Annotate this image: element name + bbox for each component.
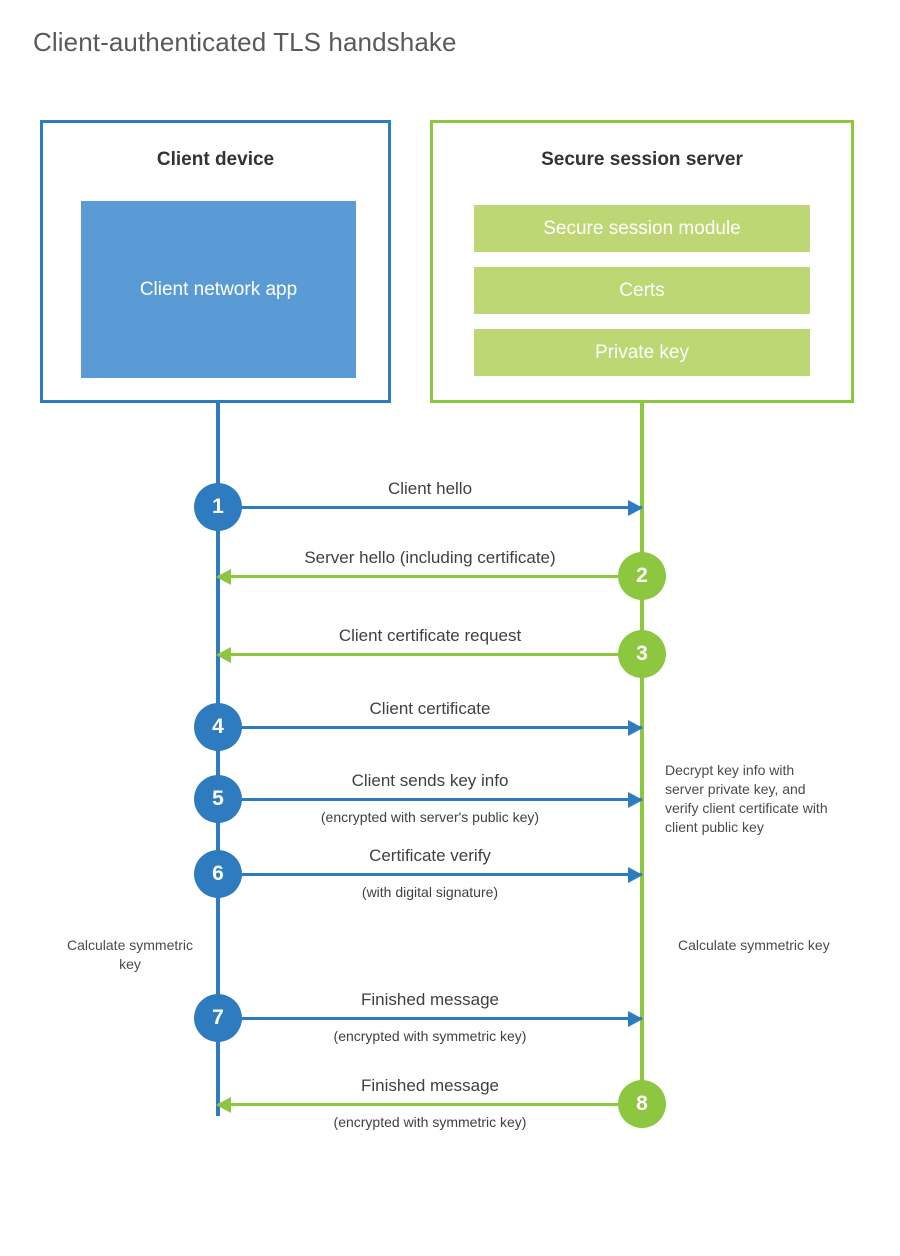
arrow-right-icon — [628, 867, 643, 883]
message-label-8: Finished message — [361, 1076, 499, 1095]
client-lifeline — [216, 400, 220, 1116]
server-block-private-key: Private key — [474, 329, 810, 376]
message-line-4 — [218, 726, 642, 729]
message-line-5 — [218, 798, 642, 801]
client-device-title: Client device — [156, 149, 275, 170]
step-circle-3: 3 — [618, 630, 666, 678]
message-label-7: Finished message — [361, 990, 499, 1009]
note-server-decrypt: Decrypt key info with server private key… — [665, 762, 828, 835]
message-label-1: Client hello — [387, 479, 473, 498]
arrow-right-icon — [628, 1011, 643, 1027]
message-line-6 — [218, 873, 642, 876]
note-server-calculate-symmetric-key: Calculate symmetric key — [678, 937, 830, 953]
server-lifeline — [640, 400, 644, 1106]
message-label-4: Client certificate — [369, 699, 491, 718]
message-label-6: Certificate verify — [369, 846, 491, 865]
step-circle-6: 6 — [194, 850, 242, 898]
server-block-certs: Certs — [474, 267, 810, 314]
client-device-box: Client device Client network app — [40, 120, 391, 403]
message-line-3 — [218, 653, 642, 656]
message-line-2 — [218, 575, 642, 578]
arrow-left-icon — [216, 1097, 231, 1113]
message-line-7 — [218, 1017, 642, 1020]
step-circle-5: 5 — [194, 775, 242, 823]
message-sublabel-8: (encrypted with symmetric key) — [333, 1114, 527, 1130]
message-sublabel-6: (with digital signature) — [361, 884, 499, 900]
client-network-app-block: Client network app — [81, 201, 356, 378]
message-sublabel-5: (encrypted with server's public key) — [320, 809, 540, 825]
step-circle-7: 7 — [194, 994, 242, 1042]
step-circle-2: 2 — [618, 552, 666, 600]
message-sublabel-7: (encrypted with symmetric key) — [333, 1028, 527, 1044]
step-circle-1: 1 — [194, 483, 242, 531]
message-label-5: Client sends key info — [351, 771, 509, 790]
secure-session-server-box: Secure session server Secure session mod… — [430, 120, 854, 403]
arrow-right-icon — [628, 720, 643, 736]
message-label-2: Server hello (including certificate) — [304, 548, 556, 567]
note-client-calculate-symmetric-key: Calculate symmetric key — [66, 937, 194, 972]
arrow-right-icon — [628, 500, 643, 516]
message-line-1 — [218, 506, 642, 509]
arrow-left-icon — [216, 647, 231, 663]
message-label-3: Client certificate request — [338, 626, 522, 645]
secure-session-server-title: Secure session server — [541, 149, 743, 170]
arrow-left-icon — [216, 569, 231, 585]
arrow-right-icon — [628, 792, 643, 808]
step-circle-8: 8 — [618, 1080, 666, 1128]
step-circle-4: 4 — [194, 703, 242, 751]
page-title: Client-authenticated TLS handshake — [33, 27, 457, 57]
message-line-8 — [218, 1103, 642, 1106]
server-block-secure-session-module: Secure session module — [474, 205, 810, 252]
